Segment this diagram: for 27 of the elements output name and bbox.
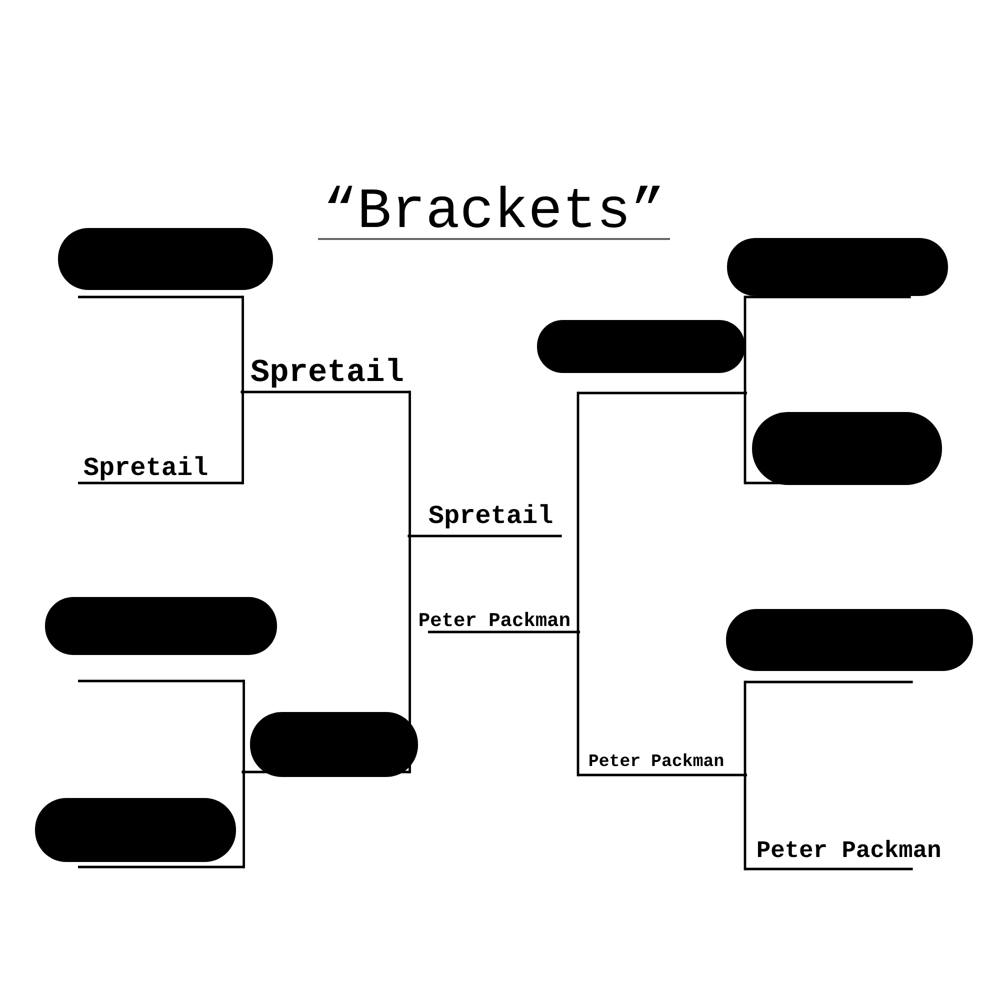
redacted-slot <box>727 238 948 298</box>
redacted-slot <box>745 412 942 485</box>
bracket-slot: Spretail <box>78 456 243 484</box>
bracket-line <box>408 534 411 774</box>
redacted-slot <box>58 228 273 298</box>
bracket-line <box>242 680 245 774</box>
bracket-slot: Peter Packman <box>745 840 940 870</box>
bracket-line <box>242 770 245 868</box>
bracket-slot: Peter Packman <box>578 753 746 776</box>
bracket-slot: Spretail <box>409 504 562 538</box>
bracket-line <box>408 390 411 538</box>
title: “Brackets” <box>318 186 670 240</box>
redacted-slot <box>726 609 974 684</box>
bracket-line <box>576 392 580 634</box>
bracket-line <box>576 630 580 776</box>
bracket-line <box>744 774 748 870</box>
bracket-slot: Spretail <box>242 358 410 394</box>
bracket-line <box>744 296 748 394</box>
bracket-slot: Peter Packman <box>420 612 579 634</box>
bracket-line <box>240 296 244 394</box>
bracket-line <box>744 680 748 776</box>
redacted-slot <box>45 597 277 682</box>
bracket-line <box>744 392 748 484</box>
redacted-slot <box>537 320 746 394</box>
redacted-slot <box>35 798 244 868</box>
bracket-line <box>240 390 244 484</box>
redacted-slot <box>243 712 418 777</box>
